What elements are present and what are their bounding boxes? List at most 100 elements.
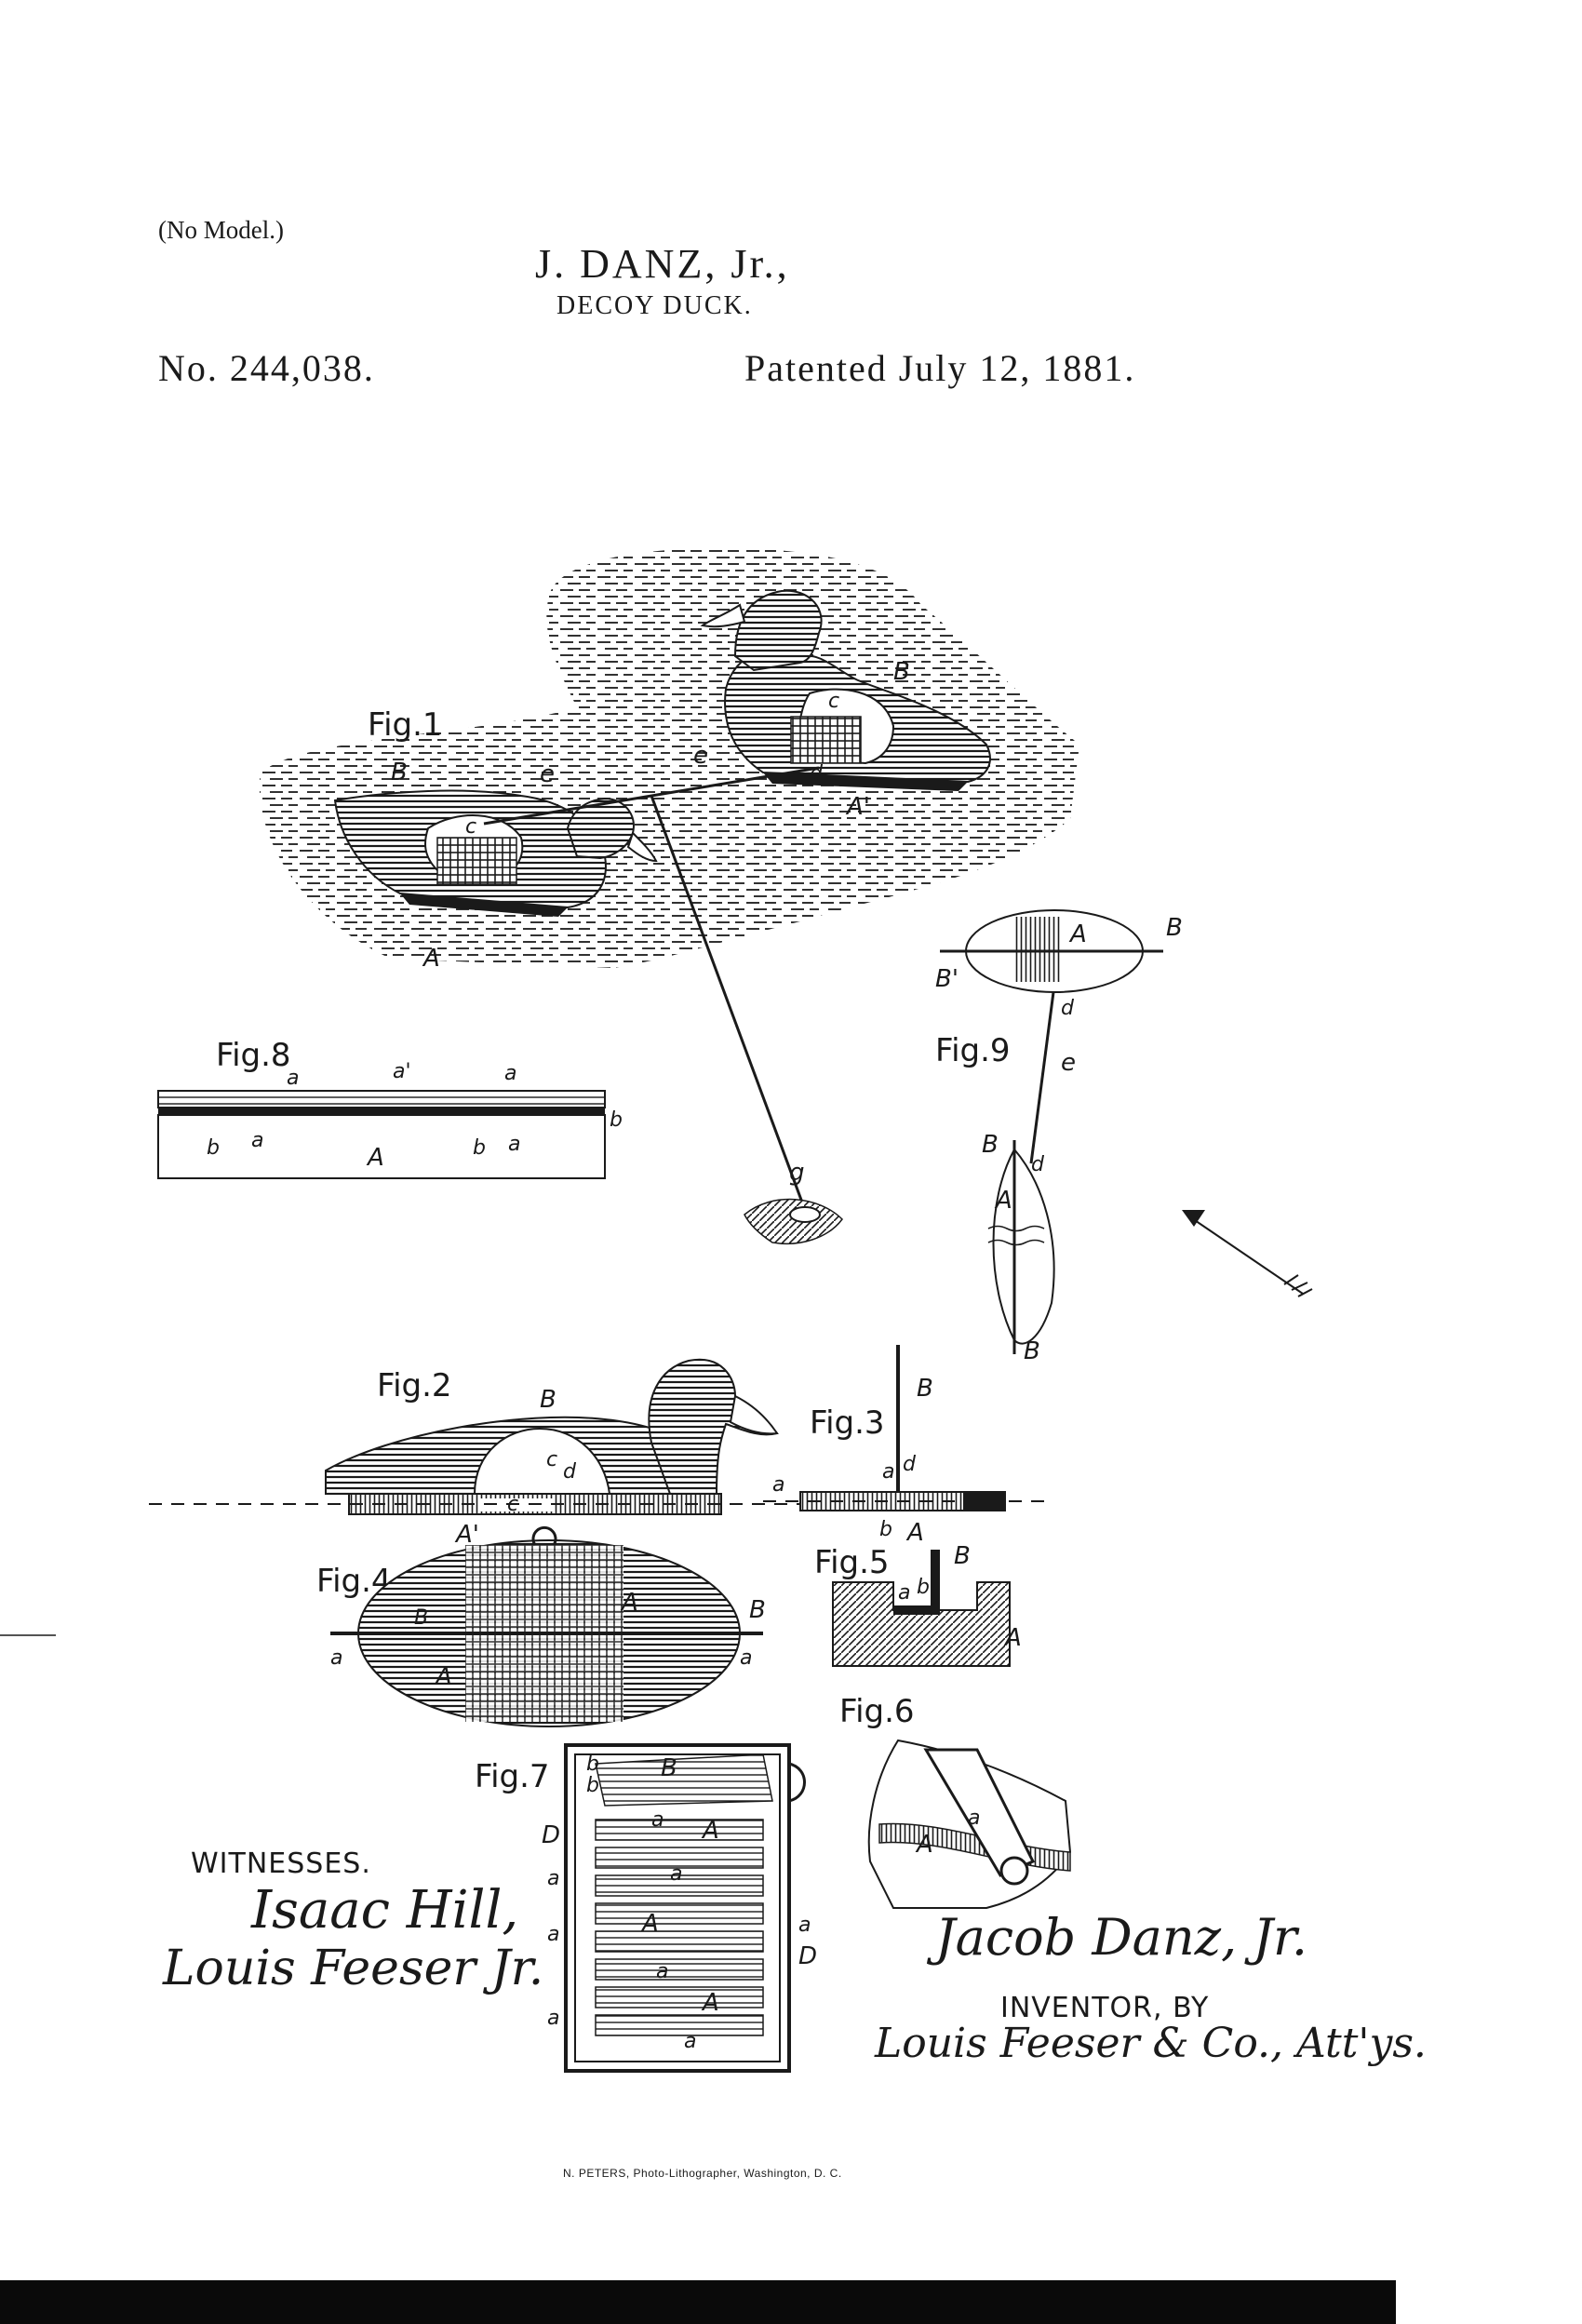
patent-number: No. 244,038. bbox=[158, 347, 375, 389]
ref-B: B bbox=[982, 1131, 999, 1159]
inventor-signature: Jacob Danz, Jr. bbox=[935, 1908, 1308, 1967]
ref-A: A bbox=[422, 945, 440, 973]
ref-a: a bbox=[547, 2007, 559, 2030]
ref-A: A bbox=[640, 1910, 659, 1938]
ref-A: A bbox=[366, 1144, 384, 1172]
ref-D: D bbox=[798, 1942, 817, 1970]
ref-e: e bbox=[1061, 1049, 1076, 1077]
ref-b: b bbox=[917, 1576, 930, 1599]
fig-9-label: Fig.9 bbox=[935, 1032, 1011, 1069]
inventor-name: J. DANZ, Jr., bbox=[535, 241, 790, 287]
ref-b: b bbox=[610, 1108, 623, 1132]
ref-A: A bbox=[1003, 1624, 1022, 1652]
scan-edge-bar bbox=[0, 2280, 1396, 2324]
ref-b: b bbox=[207, 1136, 220, 1160]
ref-a: a bbox=[330, 1646, 342, 1670]
ref-B-prime: B' bbox=[935, 965, 959, 993]
patent-date: Patented July 12, 1881. bbox=[744, 347, 1136, 389]
ref-a: a bbox=[684, 2030, 696, 2053]
ref-D: D bbox=[542, 1821, 560, 1849]
ref-B: B bbox=[749, 1596, 766, 1624]
ref-g: g bbox=[789, 1159, 805, 1187]
figure-8: Fig.8 A a a' a b b a b a bbox=[157, 1037, 623, 1179]
ref-a: a bbox=[287, 1067, 299, 1090]
ref-B: B bbox=[661, 1754, 677, 1782]
ref-B: B bbox=[917, 1375, 933, 1403]
figure-1: Fig.1 B A e e c c B A' d g bbox=[259, 548, 1079, 1244]
ref-b: b bbox=[879, 1518, 892, 1541]
ref-A-prime: A' bbox=[454, 1521, 479, 1549]
ref-a: a bbox=[656, 1960, 668, 1983]
fig-3-label: Fig.3 bbox=[810, 1404, 885, 1442]
ref-B: B bbox=[954, 1542, 971, 1570]
ref-a: a bbox=[508, 1133, 520, 1156]
figure-5: Fig.5 B A a b bbox=[814, 1542, 1022, 1667]
anchor-line bbox=[650, 795, 807, 1211]
ref-A: A bbox=[620, 1589, 638, 1617]
ref-B: B bbox=[414, 1606, 428, 1630]
ref-B: B bbox=[540, 1386, 556, 1414]
attorneys-signature: Louis Feeser & Co., Att'ys. bbox=[875, 2020, 1427, 2067]
ref-d: d bbox=[1031, 1153, 1045, 1176]
ref-d: d bbox=[563, 1460, 577, 1484]
ref-b: b bbox=[586, 1753, 599, 1776]
ref-b: b bbox=[586, 1774, 599, 1797]
figure-6: Fig.6 A a bbox=[839, 1693, 1072, 1909]
patent-title: DECOY DUCK. bbox=[556, 291, 753, 320]
ref-c: c bbox=[828, 690, 839, 713]
fig-6-label: Fig.6 bbox=[839, 1693, 915, 1730]
figure-3: Fig.3 B a a d b A bbox=[763, 1345, 1052, 1547]
ref-d: d bbox=[903, 1453, 917, 1476]
witness-signature-2: Louis Feeser Jr. bbox=[163, 1941, 544, 1996]
ref-A: A bbox=[701, 1817, 719, 1845]
fig-2-label: Fig.2 bbox=[377, 1367, 452, 1404]
ref-c: c bbox=[546, 1448, 557, 1471]
fig-8-label: Fig.8 bbox=[216, 1037, 291, 1074]
witness-signature-1: Isaac Hill, bbox=[251, 1880, 519, 1941]
fig-7-label: Fig.7 bbox=[475, 1758, 550, 1795]
ref-A: A bbox=[905, 1519, 924, 1547]
ref-a: a bbox=[651, 1808, 664, 1832]
ref-a: a bbox=[251, 1129, 263, 1152]
ref-a-prime: a' bbox=[393, 1060, 411, 1083]
printer-credit: N. PETERS, Photo-Lithographer, Washingto… bbox=[563, 2167, 842, 2180]
ref-A: A bbox=[1068, 920, 1087, 948]
ref-b: b bbox=[473, 1136, 486, 1160]
ref-a: a bbox=[547, 1867, 559, 1890]
ref-a: a bbox=[898, 1581, 910, 1605]
decoy-duck-front bbox=[333, 789, 658, 917]
ref-a: a bbox=[740, 1646, 752, 1670]
witnesses-label: WITNESSES. bbox=[191, 1847, 371, 1880]
ref-A: A bbox=[915, 1831, 933, 1859]
ref-a: a bbox=[798, 1914, 811, 1937]
ref-e: e bbox=[540, 760, 555, 788]
ref-a: a bbox=[772, 1473, 784, 1497]
ref-B: B bbox=[1024, 1337, 1040, 1365]
ref-d: d bbox=[1061, 997, 1075, 1020]
figure-2: Fig.2 B c d c A' bbox=[149, 1358, 800, 1549]
ref-a: a bbox=[670, 1862, 682, 1886]
ref-a: a bbox=[968, 1807, 980, 1830]
ref-B: B bbox=[391, 759, 408, 786]
ref-c: c bbox=[465, 815, 476, 839]
fig-5-label: Fig.5 bbox=[814, 1544, 890, 1581]
figure-4: Fig.4 A A B B a a bbox=[316, 1525, 766, 1727]
no-model-note: (No Model.) bbox=[158, 216, 284, 244]
ref-e: e bbox=[693, 742, 708, 770]
ref-A-prime: A' bbox=[845, 793, 870, 821]
fig-1-label: Fig.1 bbox=[368, 706, 443, 744]
ref-B: B bbox=[893, 658, 910, 686]
ref-a: a bbox=[882, 1460, 894, 1484]
ref-d: d bbox=[810, 762, 824, 786]
decoy-duck-rear bbox=[700, 589, 991, 791]
ref-c: c bbox=[507, 1493, 518, 1516]
anchor-weight bbox=[744, 1198, 843, 1244]
figure-7: Fig.7 B b b D D A A A a a a a a a a a bbox=[475, 1743, 817, 2073]
ref-A: A bbox=[701, 1989, 719, 2017]
ref-A: A bbox=[434, 1663, 452, 1691]
ref-a: a bbox=[547, 1923, 559, 1946]
ref-A: A bbox=[994, 1187, 1012, 1215]
ref-a: a bbox=[504, 1062, 516, 1085]
ref-B: B bbox=[1166, 914, 1183, 942]
